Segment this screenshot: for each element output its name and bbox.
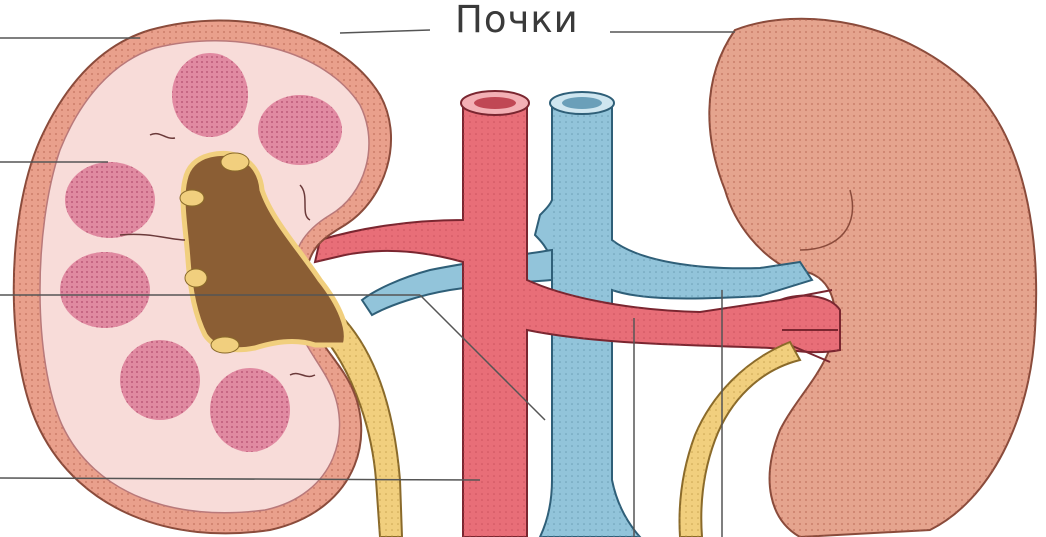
left-kidney-section bbox=[14, 20, 391, 533]
diagram-title: Почки bbox=[455, 0, 579, 41]
